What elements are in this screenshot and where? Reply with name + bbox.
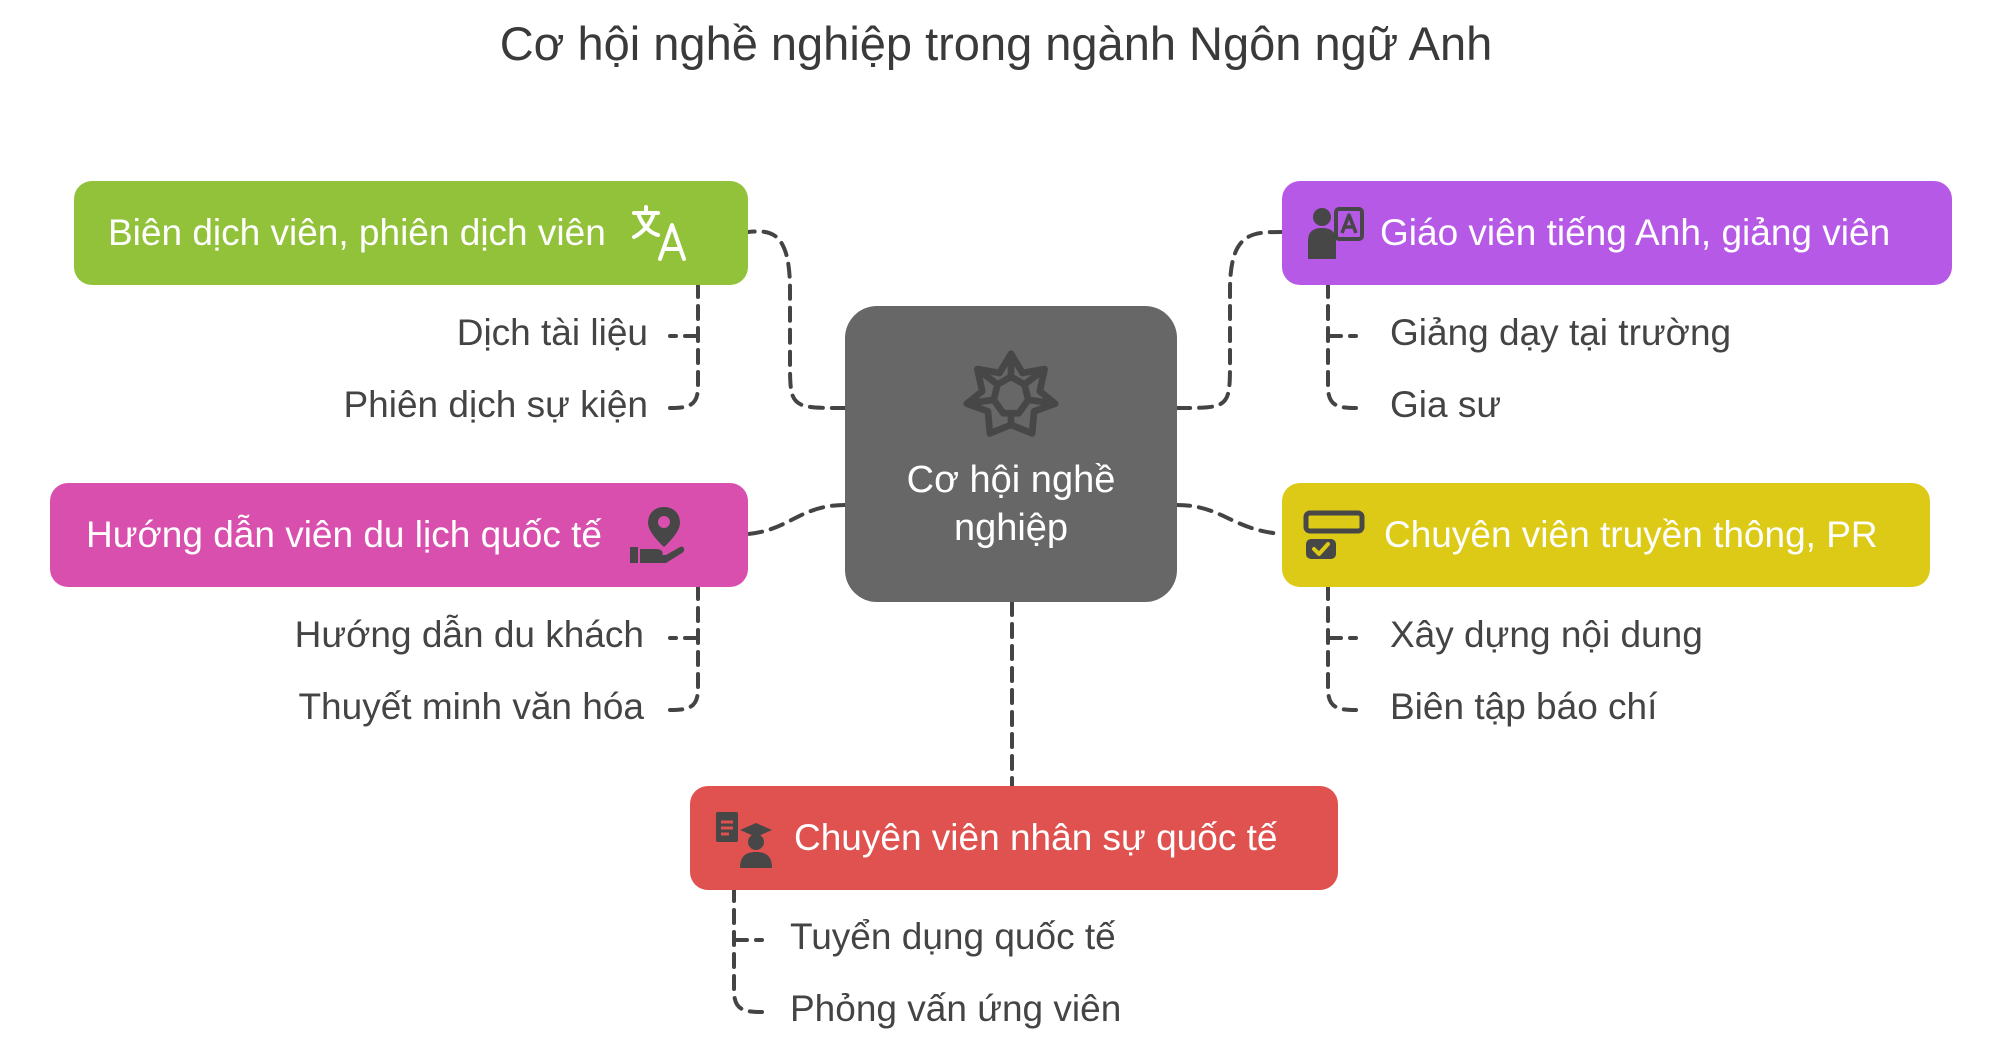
flower-icon (963, 350, 1059, 437)
sub-item-tour-guide-2: Thuyết minh văn hóa (298, 686, 644, 727)
center-node: Cơ hội nghề nghiệp (845, 306, 1177, 602)
node-pr-label: Chuyên viên truyền thông, PR (1384, 514, 1878, 555)
sub-item-translator-2: Phiên dịch sự kiện (343, 384, 649, 425)
link-tour-guide (746, 503, 847, 536)
location-pin-icon (629, 507, 685, 563)
sub-link-hr (732, 886, 764, 1014)
node-hr: Chuyên viên nhân sự quốc tế (690, 786, 1338, 890)
node-teacher-label: Giáo viên tiếng Anh, giảng viên (1380, 212, 1891, 253)
link-translator (746, 229, 847, 410)
sub-item-translator-1: Dịch tài liệu (456, 312, 648, 353)
sub-item-pr-2: Biên tập báo chí (1390, 686, 1658, 727)
sub-link-teacher (1326, 282, 1358, 410)
center-label-line2: nghiệp (953, 507, 1069, 549)
diagram-title: Cơ hội nghề nghiệp trong ngành Ngôn ngữ … (499, 17, 1493, 70)
sub-link-translator (668, 282, 700, 410)
sub-item-tour-guide-1: Hướng dẫn du khách (294, 614, 644, 655)
sub-link-pr (1326, 584, 1358, 712)
node-translator: Biên dịch viên, phiên dịch viên (74, 181, 748, 285)
node-tour-guide: Hướng dẫn viên du lịch quốc tế (50, 483, 748, 587)
link-pr (1175, 503, 1284, 536)
node-teacher: Giáo viên tiếng Anh, giảng viên (1282, 181, 1952, 285)
id-card-icon (1303, 510, 1365, 559)
center-label-line1: Cơ hội nghề (906, 459, 1116, 501)
sub-item-hr-1: Tuyển dụng quốc tế (790, 916, 1116, 957)
sub-link-tour-guide (668, 584, 700, 712)
sub-item-teacher-1: Giảng dạy tại trường (1390, 312, 1732, 353)
node-translator-label: Biên dịch viên, phiên dịch viên (108, 212, 606, 253)
node-hr-label: Chuyên viên nhân sự quốc tế (794, 817, 1278, 858)
sub-item-hr-2: Phỏng vấn ứng viên (790, 988, 1122, 1029)
translate-icon (631, 205, 686, 261)
center-label: Cơ hội nghề nghiệp (845, 456, 1177, 552)
sub-item-pr-1: Xây dựng nội dung (1390, 614, 1703, 655)
node-tour-guide-label: Hướng dẫn viên du lịch quốc tế (86, 514, 602, 555)
node-pr: Chuyên viên truyền thông, PR (1282, 483, 1930, 587)
link-teacher (1175, 230, 1284, 410)
teacher-icon (1308, 207, 1364, 259)
recruiter-icon (716, 812, 772, 868)
sub-item-teacher-2: Gia sư (1390, 384, 1502, 425)
